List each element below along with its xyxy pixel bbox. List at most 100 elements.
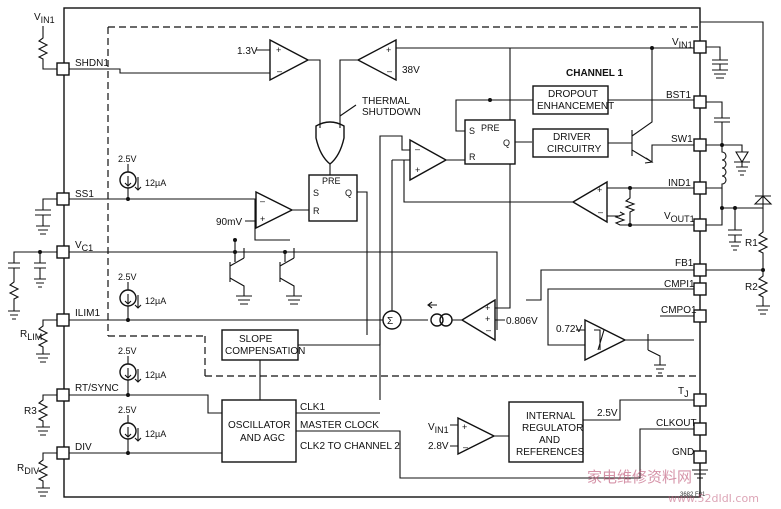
svg-text:+: + xyxy=(415,165,420,175)
pin-fb-label: FB1 xyxy=(675,258,694,269)
pin-cmpo: CMPO1 xyxy=(661,305,707,323)
svg-text:2.5V: 2.5V xyxy=(118,405,137,415)
svg-text:S: S xyxy=(469,126,475,136)
shdn-comparator: +– 1.3V xyxy=(69,38,321,120)
svg-text:12µA: 12µA xyxy=(145,429,166,439)
ss-latch: PRE S R Q xyxy=(308,174,368,335)
svg-text:S: S xyxy=(313,188,319,198)
svg-text:R: R xyxy=(313,206,320,216)
master-clock-label: MASTER CLOCK xyxy=(300,420,379,431)
svg-text:12µA: 12µA xyxy=(145,296,166,306)
svg-text:2.5V: 2.5V xyxy=(118,272,137,282)
ext-vin-capacitor xyxy=(706,46,728,79)
pin-vc: VC1 xyxy=(56,240,93,259)
gnd-pin-ground xyxy=(692,463,708,479)
gm-amplifier: ++– 0.806V xyxy=(427,48,538,342)
summer-symbol: Σ xyxy=(387,316,393,327)
ss-current-source: 2.5V 12µA xyxy=(118,154,166,199)
pin-fb: FB1 xyxy=(675,258,707,277)
cmp-comparator: 0.72V xyxy=(556,315,694,374)
svg-text:VIN1: VIN1 xyxy=(428,422,449,435)
ext-ss-capacitor xyxy=(35,198,57,235)
svg-text:AND AGC: AND AGC xyxy=(240,433,285,444)
internal-regulator: INTERNAL REGULATOR AND REFERENCES 2.5V xyxy=(508,399,694,463)
pin-tj: TJ xyxy=(678,386,707,407)
svg-text:AND: AND xyxy=(539,435,560,446)
svg-text:2.5V: 2.5V xyxy=(118,346,137,356)
figure-id: 3682 F01 xyxy=(680,492,706,498)
svg-text:+: + xyxy=(260,214,265,224)
rt-current-source: 2.5V 12µA xyxy=(69,346,222,414)
clk1-label: CLK1 xyxy=(300,402,325,413)
svg-text:CIRCUITRY: CIRCUITRY xyxy=(547,144,602,155)
pin-gnd: GND xyxy=(672,447,707,464)
pin-bst-label: BST1 xyxy=(666,90,691,101)
svg-text:OSCILLATOR: OSCILLATOR xyxy=(228,420,290,431)
svg-text:+: + xyxy=(485,314,490,324)
svg-text:Q: Q xyxy=(503,138,510,148)
ext-feedback-divider: R1 R2 xyxy=(706,208,770,315)
svg-text:PRE: PRE xyxy=(322,176,341,186)
power-transistor xyxy=(631,46,694,164)
watermark-cn: 家电维修资料网 xyxy=(587,468,692,486)
svg-text:REFERENCES: REFERENCES xyxy=(516,447,585,458)
pin-rt-sync: RT/SYNC xyxy=(56,383,119,402)
clk2-label: CLK2 TO CHANNEL 2 xyxy=(300,441,400,452)
svg-text:–: – xyxy=(415,144,420,154)
svg-text:12µA: 12µA xyxy=(145,370,166,380)
pin-div-label: DIV xyxy=(75,442,92,453)
ext-r3-resistor: R3 xyxy=(24,394,57,436)
svg-text:–: – xyxy=(260,196,265,206)
pin-ilim-label: ILIM1 xyxy=(75,308,100,319)
svg-text:38V: 38V xyxy=(402,65,420,76)
svg-text:DRIVER: DRIVER xyxy=(553,132,591,143)
svg-text:R3: R3 xyxy=(24,406,37,417)
svg-text:RDIV: RDIV xyxy=(17,463,39,476)
svg-text:R: R xyxy=(469,152,476,162)
svg-text:REGULATOR: REGULATOR xyxy=(522,423,583,434)
svg-text:–: – xyxy=(486,325,491,335)
svg-text:2.5V: 2.5V xyxy=(597,408,618,419)
pwm-comparator: –+ xyxy=(379,135,465,400)
pin-gnd-label: GND xyxy=(672,447,694,458)
svg-text:0.72V: 0.72V xyxy=(556,324,582,335)
svg-text:–: – xyxy=(277,66,282,76)
svg-text:DROPOUT: DROPOUT xyxy=(548,89,598,100)
pin-shdn: SHDN1 xyxy=(56,58,109,76)
ext-boost-capacitor xyxy=(706,101,730,146)
ss-amplifier: –+ 90mV xyxy=(69,190,309,262)
pin-div: DIV xyxy=(56,442,92,460)
pin-vout-label: VOUT1 xyxy=(664,211,695,224)
ext-inductor xyxy=(700,21,773,226)
div-current-source: 2.5V 12µA xyxy=(69,405,222,455)
svg-text:2.8V: 2.8V xyxy=(428,441,449,452)
driver-circuitry: DRIVER CIRCUITRY xyxy=(532,128,632,158)
ext-vout-capacitor xyxy=(728,206,742,251)
or-gate: THERMAL SHUTDOWN xyxy=(315,96,421,179)
svg-text:–: – xyxy=(463,442,468,452)
channel-latch: PRE S R Q xyxy=(455,99,532,165)
svg-text:SHUTDOWN: SHUTDOWN xyxy=(362,107,421,118)
svg-text:+: + xyxy=(462,422,467,432)
slope-compensation: SLOPE COMPENSATION xyxy=(221,329,380,400)
feedback-routing xyxy=(526,269,694,346)
ext-rdiv-resistor: RDIV xyxy=(17,452,57,497)
pin-shdn-label: SHDN1 xyxy=(75,58,109,69)
r1-label: R1 xyxy=(745,238,758,249)
ilim-current-source: 2.5V 12µA xyxy=(69,272,383,322)
ext-vin-resistor: VIN1 xyxy=(34,12,57,70)
vin-comparator: +– 38V xyxy=(339,38,694,120)
ext-vc-network xyxy=(8,250,57,320)
pin-ss: SS1 xyxy=(56,189,94,206)
pin-vin-label: VIN1 xyxy=(672,37,693,50)
pin-vin: VIN1 xyxy=(672,37,707,54)
r2-label: R2 xyxy=(745,282,758,293)
svg-text:0.806V: 0.806V xyxy=(506,316,538,327)
pin-sw: SW1 xyxy=(671,134,707,152)
pin-sw-label: SW1 xyxy=(671,134,693,145)
svg-text:12µA: 12µA xyxy=(145,178,166,188)
pin-ind-label: IND1 xyxy=(668,178,691,189)
svg-text:–: – xyxy=(598,207,603,217)
svg-text:Q: Q xyxy=(345,188,352,198)
